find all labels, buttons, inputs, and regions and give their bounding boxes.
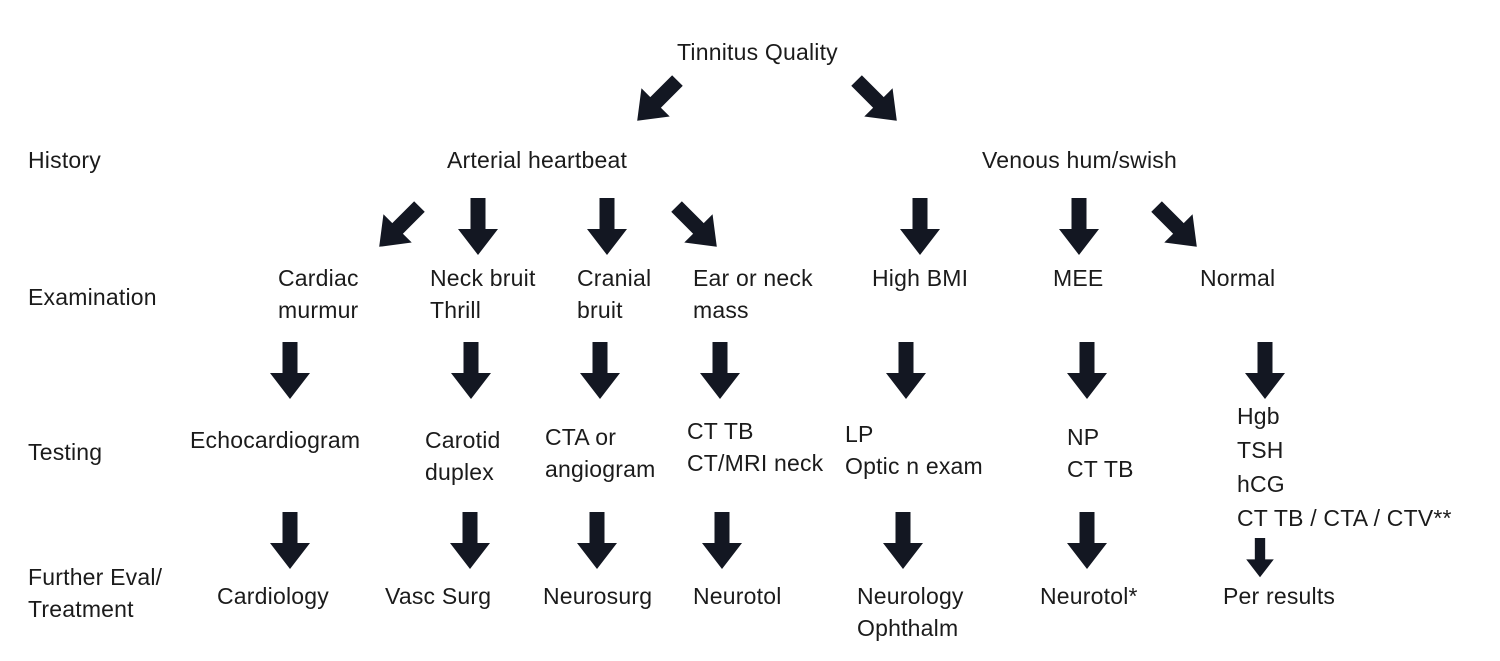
treatment-vasc-surg: Vasc Surg <box>385 583 492 609</box>
testing-lp-optic-n-exam: LP Optic n exam <box>845 421 983 479</box>
arrow-mee-to-np-icon <box>1065 342 1109 400</box>
arrow-ct-to-neurotol-icon <box>700 512 744 570</box>
treatment-per-results: Per results <box>1223 583 1336 609</box>
testing-cta-or-angiogram: CTA or angiogram <box>545 424 656 482</box>
arrow-cta-to-neurosurg-icon <box>575 512 619 570</box>
arrow-venous-to-mee-icon <box>1057 198 1101 256</box>
exam-cranial-bruit: Cranial bruit <box>577 265 652 323</box>
arrow-cranial-bruit-to-cta-icon <box>578 342 622 400</box>
arrow-neck-bruit-to-carotid-duplex-icon <box>449 342 493 400</box>
exam-high-bmi: High BMI <box>872 265 969 291</box>
arrow-normal-to-labs-icon <box>1243 342 1287 400</box>
testing-ct-tb-ct-mri-neck: CT TB CT/MRI neck <box>687 418 824 476</box>
arrow-title-to-venous-icon <box>841 65 913 137</box>
branch-arterial-heartbeat: Arterial heartbeat <box>447 147 628 173</box>
arrow-carotid-duplex-to-vasc-surg-icon <box>448 512 492 570</box>
row-label-history: History <box>28 147 101 173</box>
arrow-np-to-neurotol-icon <box>1065 512 1109 570</box>
exam-neck-bruit-thrill: Neck bruit Thrill <box>430 265 536 323</box>
treatment-neurotol: Neurotol <box>693 583 782 609</box>
arrow-cardiac-murmur-to-echocardiogram-icon <box>268 342 312 400</box>
arrow-title-to-arterial-icon <box>621 65 693 137</box>
row-label-further-eval-treatment: Further Eval/ Treatment <box>28 564 163 622</box>
arrow-echocardiogram-to-cardiology-icon <box>268 512 312 570</box>
treatment-cardiology: Cardiology <box>217 583 329 609</box>
arrow-lp-to-neurology-icon <box>881 512 925 570</box>
treatment-neurology-ophthalm: Neurology Ophthalm <box>857 583 964 641</box>
exam-cardiac-murmur: Cardiac murmur <box>278 265 359 323</box>
arrow-arterial-to-cardiac-murmur-icon <box>363 191 435 263</box>
branch-venous-hum-swish: Venous hum/swish <box>982 147 1177 173</box>
testing-np-ct-tb: NP CT TB <box>1067 424 1134 482</box>
arrow-arterial-to-ear-neck-mass-icon <box>661 191 733 263</box>
arrow-high-bmi-to-lp-icon <box>884 342 928 400</box>
row-label-examination: Examination <box>28 284 157 310</box>
arrow-venous-to-high-bmi-icon <box>898 198 942 256</box>
exam-normal: Normal <box>1200 265 1276 291</box>
arrow-labs-to-per-results-icon <box>1239 538 1281 578</box>
flowchart-title: Tinnitus Quality <box>677 39 838 65</box>
arrow-venous-to-normal-icon <box>1141 191 1213 263</box>
testing-hgb-tsh-hcg-ct: Hgb TSH hCG CT TB / CTA / CTV** <box>1237 403 1452 531</box>
row-label-testing: Testing <box>28 439 103 465</box>
testing-echocardiogram: Echocardiogram <box>190 427 361 453</box>
arrow-ear-neck-mass-to-ct-icon <box>698 342 742 400</box>
treatment-neurotol-star: Neurotol* <box>1040 583 1138 609</box>
exam-mee: MEE <box>1053 265 1104 291</box>
arrow-arterial-to-cranial-bruit-icon <box>585 198 629 256</box>
testing-carotid-duplex: Carotid duplex <box>425 427 501 485</box>
treatment-neurosurg: Neurosurg <box>543 583 653 609</box>
exam-ear-or-neck-mass: Ear or neck mass <box>693 265 813 323</box>
arrow-arterial-to-neck-bruit-icon <box>456 198 500 256</box>
